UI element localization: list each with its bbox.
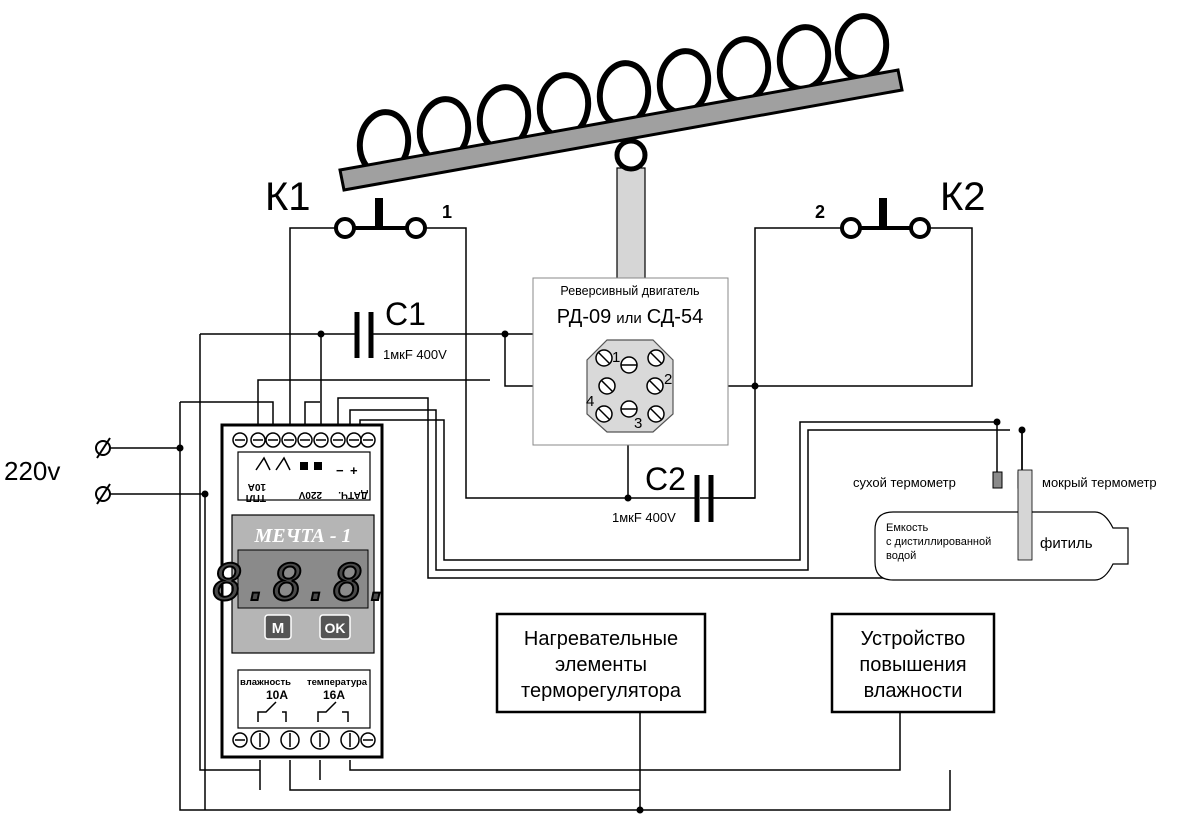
k2-pin: 2 — [815, 202, 825, 222]
controller-mechta-1: ТПЛ 10А 220V ДАТЧ. − + МЕЧТА - 1 8.8.8. … — [212, 423, 394, 759]
dry-thermometer-label: сухой термометр — [853, 475, 956, 490]
terminal-dat: ДАТЧ. — [338, 489, 368, 500]
heater-box: Нагревательные элементы терморегулятора — [495, 612, 707, 714]
voltage-label: 220v — [4, 456, 60, 486]
motor-screws — [595, 349, 665, 423]
relay-humidity-rating: 10A — [266, 688, 288, 702]
controller-name: МЕЧТА - 1 — [253, 525, 351, 547]
motor-pin-3: 3 — [634, 415, 642, 432]
egg-tray — [338, 13, 904, 281]
motor-model-or: или — [616, 310, 642, 327]
motor-pin-4: 4 — [586, 393, 594, 410]
relay-temperature-label: температура — [307, 677, 368, 688]
container-line-3: водой — [886, 550, 916, 562]
button-m[interactable] — [264, 614, 292, 640]
button-m-label: M — [272, 620, 285, 637]
water-container — [874, 511, 1129, 581]
heater-line-3: терморегулятора — [521, 680, 682, 702]
humidifier-line-2: повышения — [859, 654, 966, 676]
k2-label: К2 — [940, 175, 986, 219]
psychrometer: сухой термометр мокрый термометр Емкость… — [853, 469, 1157, 581]
button-ok[interactable] — [319, 614, 351, 640]
c1-label: C1 — [385, 296, 426, 332]
display-screen — [237, 549, 369, 609]
capacitor-c2: C2 1мкF 400V — [612, 461, 755, 525]
terminal-minus: − — [336, 463, 344, 478]
heater-line-1: Нагревательные — [524, 628, 678, 650]
humidifier-line-3: влажности — [864, 680, 963, 702]
container-line-2: с дистиллированной — [886, 536, 991, 548]
terminal-220v: 220V — [298, 489, 322, 500]
motor-model-a: РД-09 — [557, 306, 611, 328]
top-terminals — [232, 432, 376, 448]
c2-value: 1мкF 400V — [612, 510, 676, 525]
heater-line-2: элементы — [555, 654, 647, 676]
c2-label: C2 — [645, 461, 686, 497]
switch-k1: К1 1 — [265, 175, 452, 239]
k1-pin: 1 — [442, 202, 452, 222]
terminal-10a: 10А — [248, 481, 266, 492]
relay-temperature-rating: 16A — [323, 688, 345, 702]
wick-label: фитиль — [1040, 535, 1093, 552]
tray-pivot-shaft — [616, 167, 646, 281]
capacitor-c1: C1 1мкF 400V — [354, 296, 447, 362]
switch-k2: К2 2 — [815, 175, 986, 239]
motor-models: РД-09 или СД-54 — [557, 306, 703, 328]
display-digits: 8.8.8. — [213, 554, 394, 612]
container-line-1: Емкость — [886, 522, 928, 534]
terminal-plus: + — [350, 463, 358, 478]
power-input: 220v — [4, 437, 111, 505]
c1-value: 1мкF 400V — [383, 347, 447, 362]
motor-pin-1: 1 — [612, 349, 620, 366]
terminal-tpl: ТПЛ — [246, 492, 266, 503]
tray-bar — [338, 68, 904, 192]
k1-label: К1 — [265, 175, 311, 219]
button-ok-label: OK — [325, 620, 346, 636]
humidifier-line-1: Устройство — [861, 628, 966, 650]
relay-humidity-label: влажность — [240, 677, 291, 688]
bottom-terminals — [232, 730, 376, 750]
motor-title: Реверсивный двигатель — [560, 284, 699, 298]
wick — [1017, 469, 1033, 561]
motor-pin-2: 2 — [664, 371, 672, 388]
motor-model-b: СД-54 — [647, 306, 703, 328]
humidifier-box: Устройство повышения влажности — [830, 612, 996, 714]
wet-thermometer-label: мокрый термометр — [1042, 475, 1157, 490]
eggs — [356, 13, 890, 177]
tray-pivot — [614, 138, 648, 172]
dry-thermometer — [992, 471, 1003, 489]
